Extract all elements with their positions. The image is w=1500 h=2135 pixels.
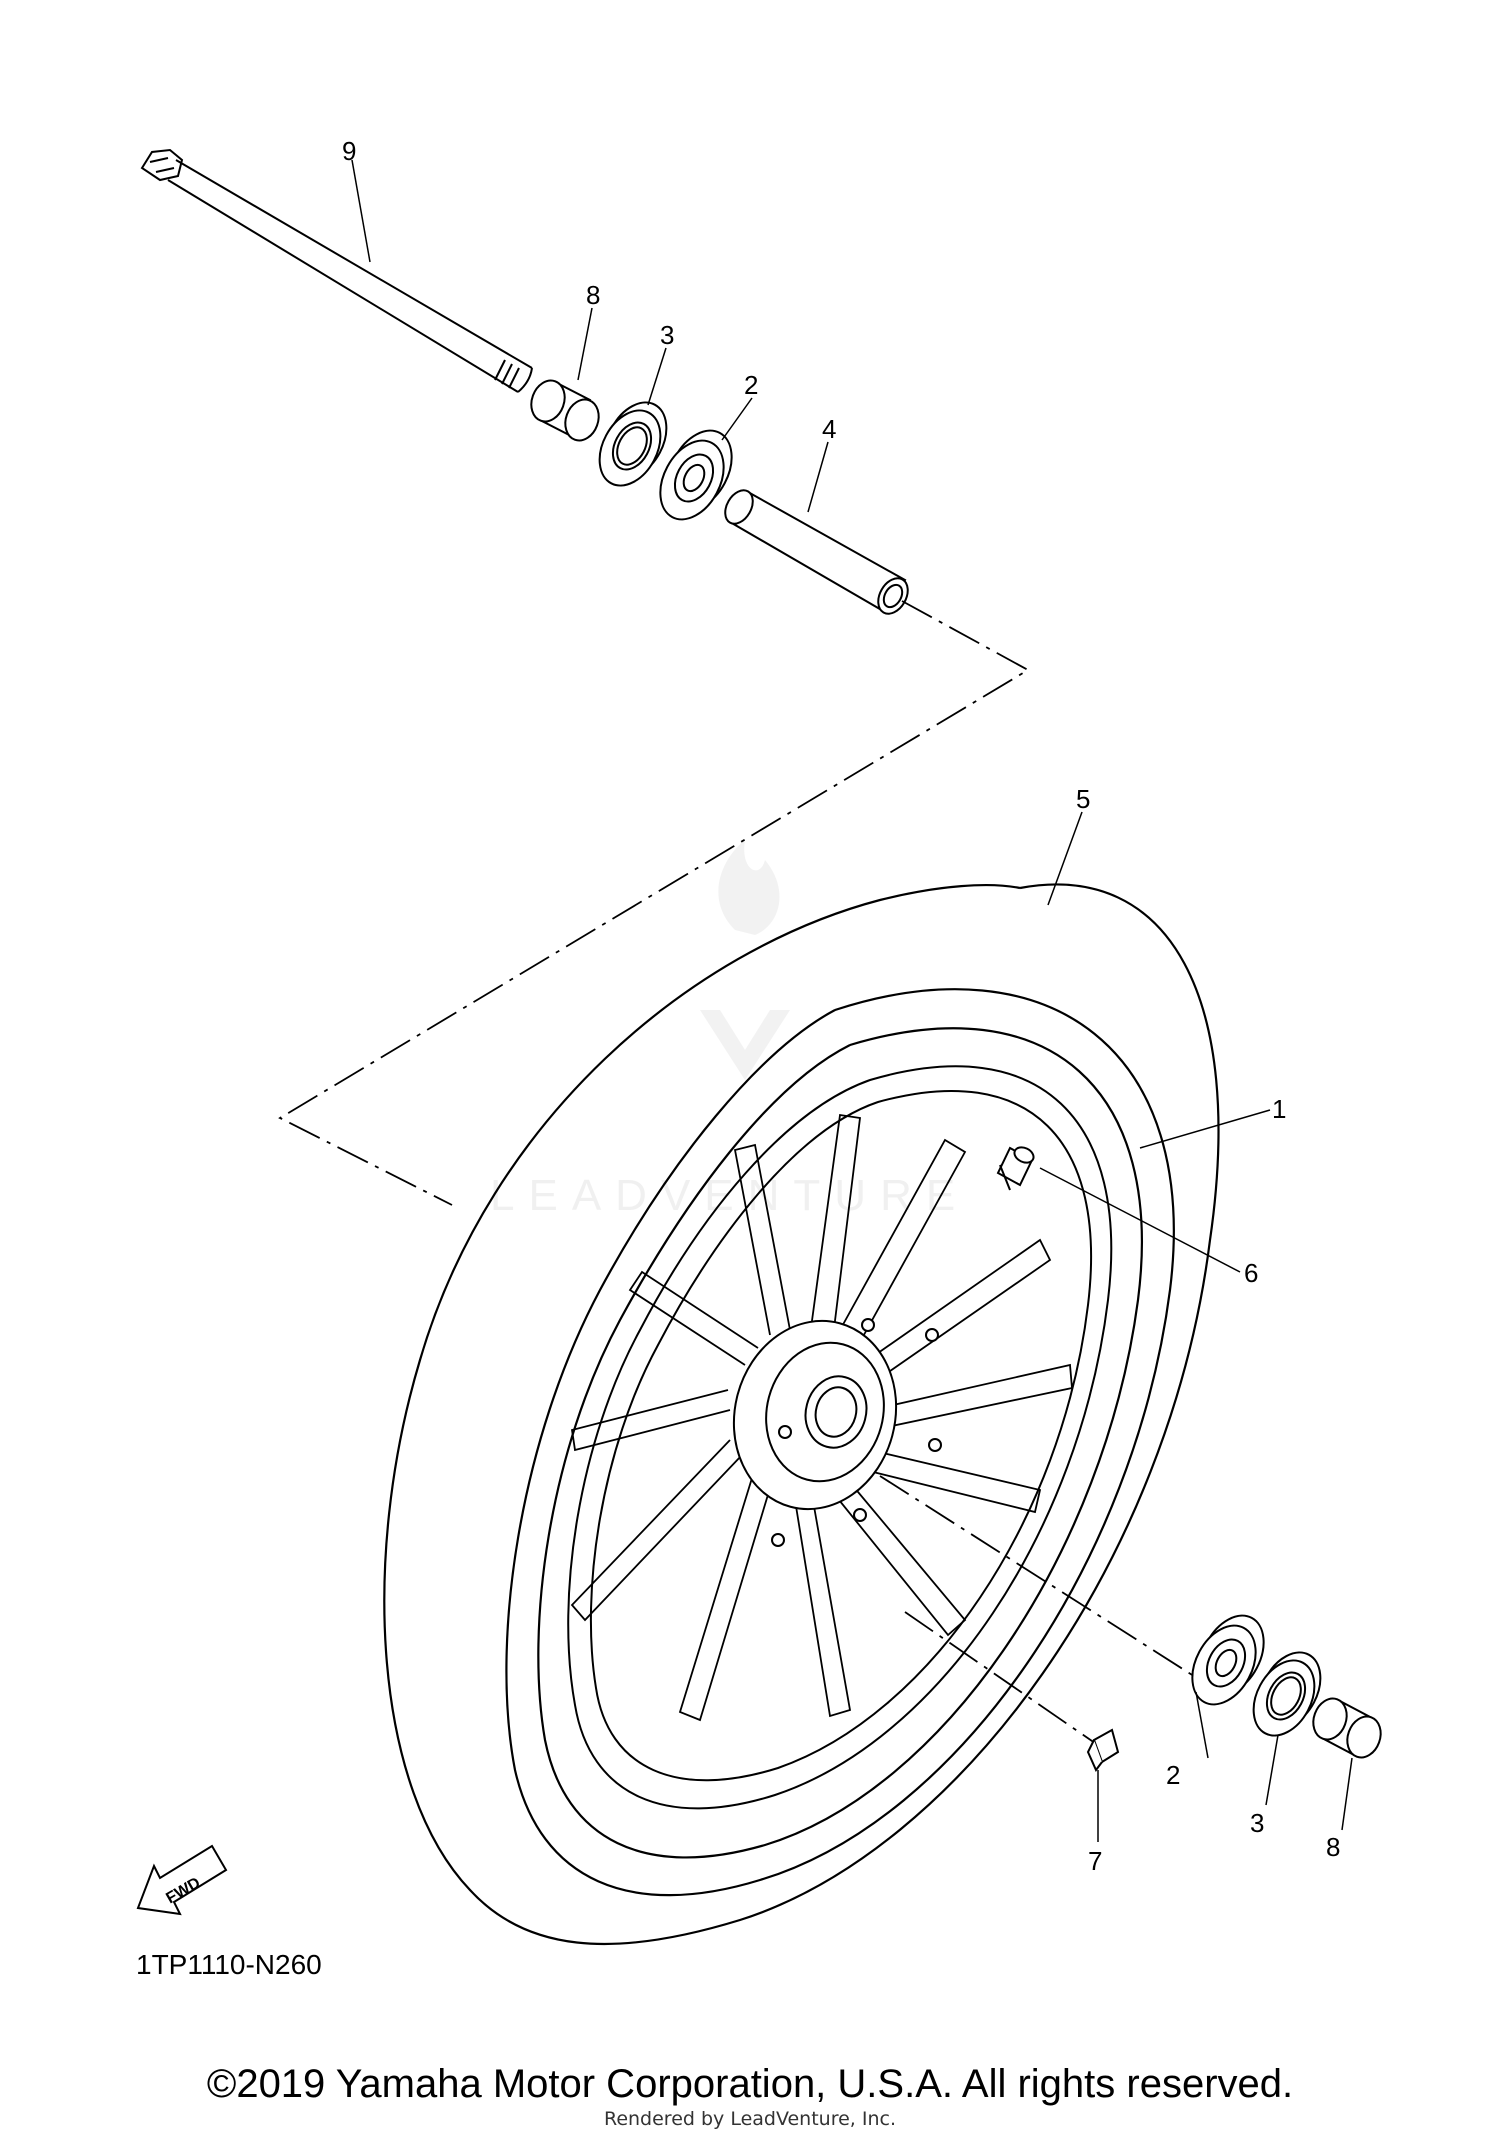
bearing-lower [1191, 1614, 1265, 1706]
assembly-guide-line [278, 600, 1201, 1751]
callout-leader-lines [351, 159, 1353, 1842]
callout-9: 9 [342, 136, 356, 166]
callout-2-upper: 2 [744, 370, 758, 400]
wheel-spokes [570, 1113, 1073, 1722]
callout-3-lower: 3 [1250, 1808, 1264, 1838]
callout-8-lower: 8 [1326, 1832, 1340, 1862]
oil-seal-upper [598, 401, 668, 487]
watermark-text: LEADVENTURE [490, 1171, 969, 1220]
front-tire [383, 883, 1220, 1946]
front-wheel-rim [567, 1065, 1113, 1810]
watermark-logo: LEADVENTURE [490, 840, 969, 1220]
wheel-spacer [724, 489, 909, 615]
axle-collar-upper [530, 379, 600, 442]
copyright-notice: ©2019 Yamaha Motor Corporation, U.S.A. A… [206, 2062, 1294, 2106]
rendered-by-credit: Rendered by LeadVenture, Inc. [603, 2108, 897, 2130]
valve-stem [996, 1146, 1035, 1191]
balance-weight [1086, 1728, 1120, 1772]
axle-collar-lower [1312, 1697, 1382, 1759]
callout-8-upper: 8 [586, 280, 600, 310]
diagram-code: 1TP1110-N260 [136, 1949, 322, 1980]
callout-5: 5 [1076, 784, 1090, 814]
wheel-hub [732, 1318, 942, 1547]
callout-6: 6 [1244, 1258, 1258, 1288]
callout-numbers: 9 8 3 2 4 5 1 6 2 3 8 7 [342, 136, 1340, 1876]
callout-7: 7 [1088, 1846, 1102, 1876]
forward-arrow-icon: FWD [136, 1844, 228, 1916]
front-wheel-axle [140, 148, 533, 393]
callout-3-upper: 3 [660, 320, 674, 350]
bearing-upper [659, 429, 733, 521]
callout-1: 1 [1272, 1094, 1286, 1124]
callout-4: 4 [822, 414, 836, 444]
callout-2-lower: 2 [1166, 1760, 1180, 1790]
oil-seal-lower [1252, 1651, 1322, 1737]
